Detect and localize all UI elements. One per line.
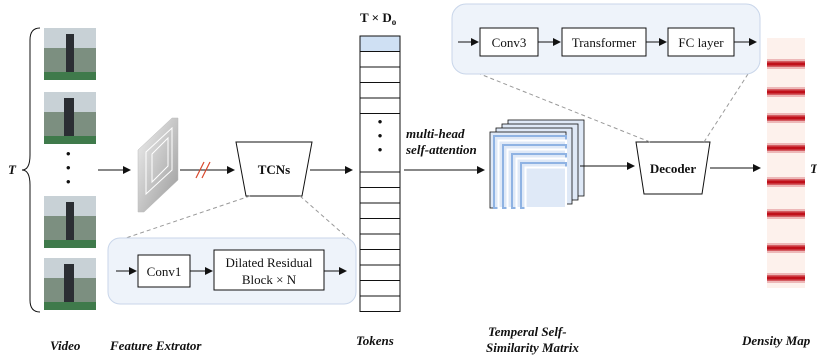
transformer-label: Transformer <box>572 35 637 50</box>
density-peak-band <box>767 276 805 280</box>
tssm-caption-line1: Temperal Self- <box>488 324 567 339</box>
token-cell <box>359 97 401 114</box>
density-peak-band <box>767 246 805 250</box>
attention-label-line2: self-attention <box>405 142 477 157</box>
dilated-residual-box <box>213 249 325 291</box>
fc-layer-box <box>667 27 735 57</box>
token-cell <box>359 35 401 52</box>
video-frame-4 <box>44 258 96 310</box>
input-time-label: T <box>8 162 17 177</box>
token-cell <box>359 295 401 312</box>
tcn-block <box>235 141 313 197</box>
stop-gradient-slash-2 <box>201 161 211 179</box>
token-cell <box>359 51 401 68</box>
decoder-label: Decoder <box>650 161 696 176</box>
token-cell <box>359 218 401 235</box>
density-peak-band <box>767 180 805 184</box>
token-column <box>359 35 401 312</box>
conv3-box <box>479 27 539 57</box>
video-caption: Video <box>50 338 81 353</box>
feature-extractor-caption: Feature Extrator <box>109 338 202 353</box>
decoder-zoom-line-left <box>479 73 651 143</box>
tokens-caption: Tokens <box>356 333 394 348</box>
token-cell <box>359 249 401 266</box>
fc-layer-label: FC layer <box>678 35 724 50</box>
video-frame-1 <box>44 28 96 80</box>
token-cell <box>359 171 401 188</box>
self-similarity-matrix-stack <box>489 119 585 209</box>
video-frames: • • • <box>44 28 96 310</box>
density-peak-band <box>767 212 805 216</box>
token-cell <box>359 264 401 281</box>
tokens-dot-2: • <box>378 128 383 143</box>
svg-text:•: • <box>66 160 71 175</box>
feature-extractor-stack <box>137 117 179 213</box>
density-peak-band <box>767 116 805 120</box>
density-peak-band <box>767 146 805 150</box>
tssm-caption-line2: Similarity Matrix <box>486 340 579 355</box>
decoder-zoom-line-right <box>703 73 749 143</box>
dilated-residual-line2: Block × N <box>242 272 297 287</box>
dilated-residual-line1: Dilated Residual <box>225 255 312 270</box>
token-cell <box>359 66 401 83</box>
video-frame-3 <box>44 196 96 248</box>
token-cell <box>359 82 401 99</box>
token-cell <box>359 187 401 204</box>
tcn-label: TCNs <box>258 162 291 177</box>
density-caption: Density Map <box>741 333 811 348</box>
tcn-zoom-line-left <box>119 195 251 241</box>
density-peak-band <box>767 62 805 66</box>
video-frame-2 <box>44 92 96 144</box>
tokens-dot-1: • <box>378 114 383 129</box>
conv1-box <box>137 254 191 288</box>
conv1-label: Conv1 <box>147 264 182 279</box>
attention-label-line1: multi-head <box>406 126 465 141</box>
token-cell <box>359 280 401 297</box>
similarity-matrix-layer <box>489 131 567 209</box>
decoder-block <box>635 141 711 195</box>
tokens-dot-3: • <box>378 142 383 157</box>
tcn-zoom-line-right <box>299 195 351 241</box>
density-peaks <box>767 59 805 283</box>
transformer-box <box>561 27 647 57</box>
time-brace <box>21 27 41 313</box>
video-dots: • <box>66 146 71 161</box>
svg-text:•: • <box>66 174 71 189</box>
token-cell <box>359 233 401 250</box>
stop-gradient-slash-1 <box>195 161 205 179</box>
conv3-label: Conv3 <box>492 35 527 50</box>
tokens-header: T × Do <box>360 10 397 27</box>
density-time-label: T <box>810 161 817 176</box>
token-cell <box>359 202 401 219</box>
density-peak-band <box>767 90 805 94</box>
